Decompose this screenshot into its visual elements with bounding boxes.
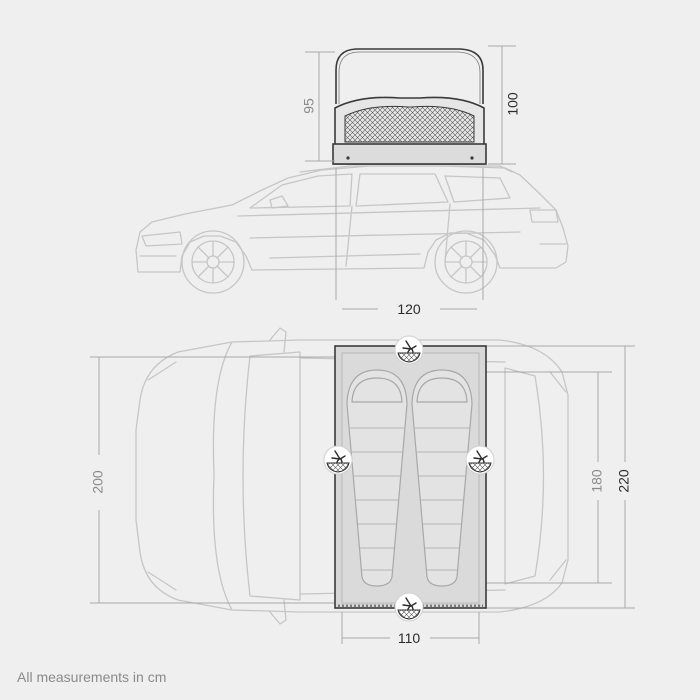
mattress-length-label: 180	[589, 469, 605, 493]
car-side-view	[135, 165, 569, 294]
total-length-left-label: 200	[90, 470, 106, 494]
tent-height-open-label: 100	[505, 92, 521, 116]
car-side-front-details	[139, 231, 183, 257]
sleeping-bag-right	[411, 369, 473, 587]
tent-top-view	[323, 335, 495, 622]
car-side-rear-spokes	[444, 240, 488, 284]
tent-canopy-arch	[335, 48, 484, 104]
car-side-front-spokes	[191, 240, 235, 284]
mattress-width-label: 110	[398, 630, 421, 646]
tent-side-view	[332, 48, 487, 165]
mosquito-net-icon	[394, 335, 424, 365]
tent-width-top-label: 120	[397, 301, 421, 317]
car-side-roof-rail	[299, 165, 513, 173]
dimension-tent-width-top: 120	[342, 301, 477, 317]
car-top-hood-line	[212, 341, 233, 611]
top-view-guide-lines	[90, 345, 635, 609]
dimension-tent-height-closed: 95	[301, 51, 335, 162]
dimension-total-length-left: 200	[90, 357, 106, 603]
mosquito-net-icon	[465, 445, 495, 475]
car-side-door-lines	[345, 203, 451, 267]
car-top-rear-lights	[549, 371, 567, 581]
side-guide-lines	[335, 168, 484, 300]
dimension-total-length-right: 220	[616, 346, 632, 608]
car-top-rear-window	[504, 367, 545, 585]
car-side-mirror	[269, 195, 289, 209]
car-side-beltline	[237, 207, 541, 259]
car-top-mirror-left	[269, 327, 287, 353]
mosquito-net-icon	[394, 592, 424, 622]
dimension-tent-height-open: 100	[488, 45, 521, 165]
measurement-units-note: All measurements in cm	[17, 669, 167, 685]
car-side-rear-details	[529, 209, 567, 245]
car-side-front-wheel	[181, 230, 245, 294]
car-top-front-lights	[147, 361, 177, 591]
dimension-mattress-width: 110	[341, 612, 480, 646]
tent-base-plate	[332, 143, 487, 165]
tent-height-closed-label: 95	[301, 98, 317, 114]
tent-base-rivet-right	[470, 156, 474, 160]
tent-canopy-inner-arch	[338, 51, 481, 104]
car-top-windshield	[242, 351, 301, 601]
sleeping-bag-left	[346, 369, 408, 587]
dimension-mattress-length: 180	[589, 372, 605, 583]
total-length-right-label: 220	[616, 469, 632, 493]
mosquito-net-icon	[323, 445, 353, 475]
car-side-rear-wheel	[434, 230, 498, 294]
car-side-windows	[249, 173, 511, 209]
tent-mesh-window	[344, 105, 475, 143]
car-top-mirror-right	[269, 599, 287, 625]
tent-base-rivet-left	[346, 156, 350, 160]
car-side-body-outline	[135, 165, 569, 273]
